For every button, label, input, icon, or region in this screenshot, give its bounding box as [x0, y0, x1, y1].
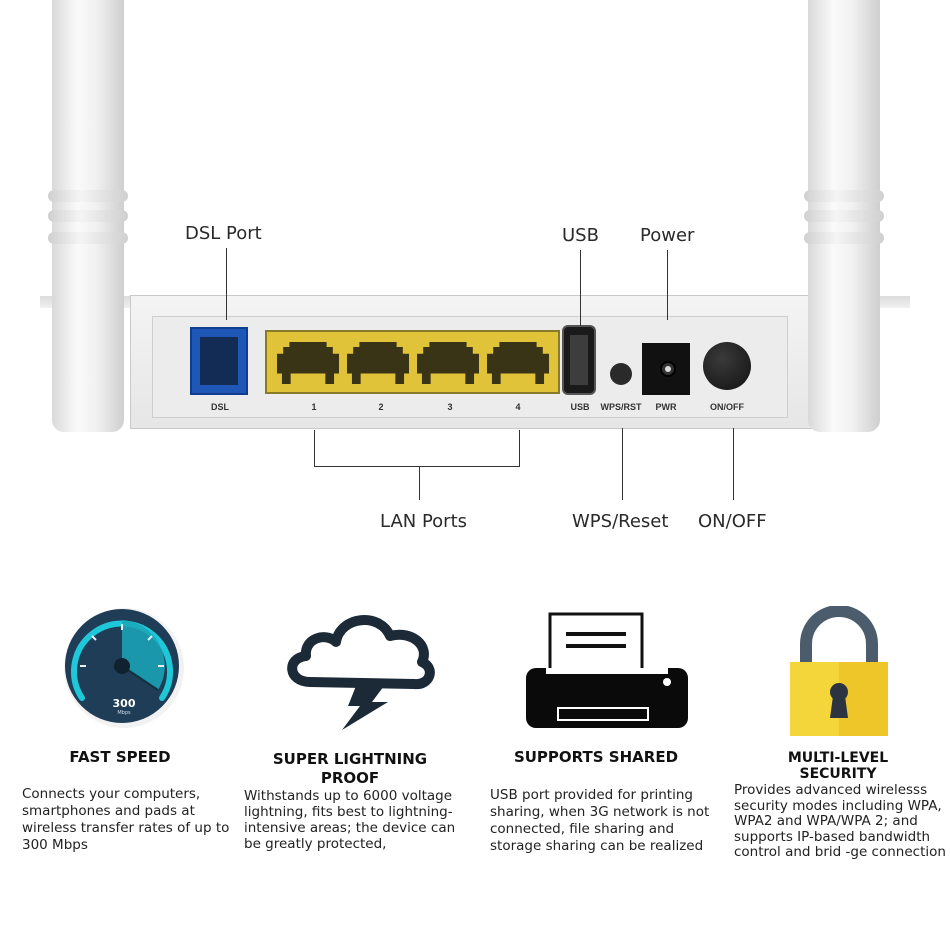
feature-title: SUPPORTS SHARED: [513, 748, 679, 766]
onoff-label: ON/OFF: [710, 402, 744, 412]
lan-port-3: [417, 342, 479, 384]
callout-line-dsl: [226, 248, 227, 320]
feature-description: Connects your computers, smartphones and…: [22, 786, 230, 853]
lan-port-2: [347, 342, 409, 384]
lan-bracket-bottom: [314, 466, 520, 467]
lan-bracket-right: [519, 430, 520, 466]
pwr-label: PWR: [655, 402, 677, 412]
printer-icon: [526, 612, 688, 728]
left-antenna: [48, 0, 128, 432]
feature-description: USB port provided for printing sharing, …: [490, 787, 710, 854]
lan-bracket-left: [314, 430, 315, 466]
feature-title-line1: SUPER LIGHTNING: [272, 750, 428, 768]
lan-ports-block: [265, 330, 560, 394]
feature-title-line2: SECURITY: [799, 766, 877, 782]
callout-dsl-port: DSL Port: [185, 223, 262, 244]
gauge-unit: Mbps: [117, 710, 131, 716]
lan-port-1-label: 1: [311, 402, 317, 412]
cloud-lightning-icon: [287, 615, 435, 730]
callout-usb: USB: [562, 225, 599, 246]
callout-lan-ports: LAN Ports: [380, 511, 468, 532]
lan-bracket-stem: [419, 466, 420, 500]
lan-port-4: [487, 342, 549, 384]
speedometer-icon: [64, 608, 184, 728]
callout-power: Power: [640, 225, 695, 246]
callout-line-wps: [622, 428, 623, 500]
wps-reset-button: [610, 363, 632, 385]
feature-description: Withstands up to 6000 voltage lightning,…: [244, 788, 456, 852]
power-jack: [642, 343, 690, 395]
feature-title: FAST SPEED: [69, 748, 171, 766]
dsl-port: [190, 327, 248, 395]
feature-title-line1: MULTI-LEVEL: [787, 750, 889, 766]
right-antenna: [804, 0, 884, 432]
callout-line-usb: [580, 250, 581, 326]
dsl-port-label: DSL: [211, 402, 229, 412]
wps-label: WPS/RST: [600, 402, 642, 412]
lan-port-2-label: 2: [378, 402, 384, 412]
on-off-button: [703, 342, 751, 390]
callout-line-onoff: [733, 428, 734, 500]
lan-port-4-label: 4: [515, 402, 521, 412]
usb-port-label: USB: [570, 402, 590, 412]
callout-line-power: [667, 250, 668, 320]
gauge-value: 300: [112, 697, 136, 710]
padlock-icon: [790, 606, 888, 736]
feature-description: Provides advanced wirelesss security mod…: [734, 782, 946, 860]
usb-port: [562, 325, 596, 395]
lan-port-1: [277, 342, 339, 384]
lan-port-3-label: 3: [447, 402, 453, 412]
feature-title-line2: PROOF: [320, 769, 380, 787]
callout-wps-reset: WPS/Reset: [572, 511, 669, 532]
callout-on-off: ON/OFF: [698, 511, 767, 532]
